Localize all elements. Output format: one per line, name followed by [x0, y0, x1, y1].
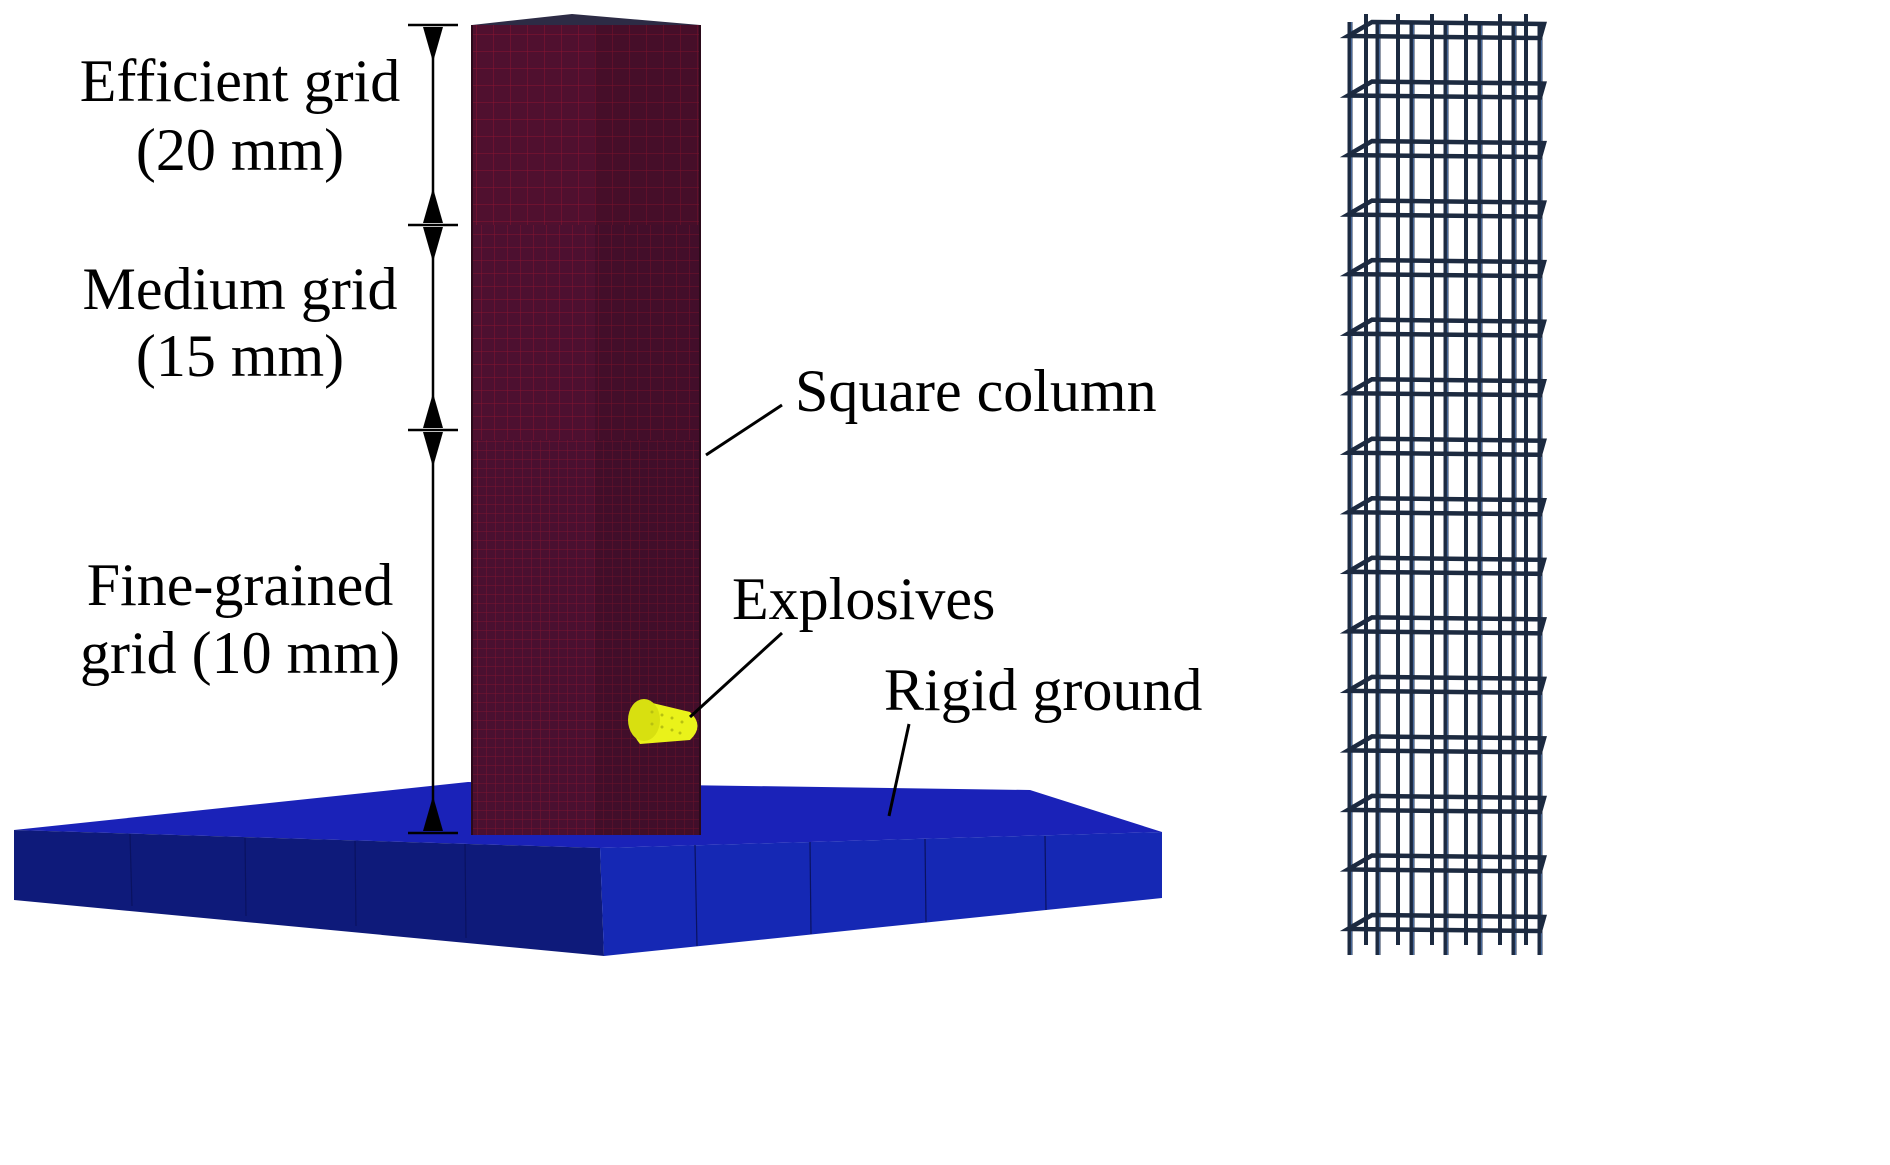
label-medium-grid-1: Medium grid — [83, 256, 398, 322]
label-efficient-grid-2: (20 mm) — [136, 117, 344, 183]
rebar-stirrup — [1339, 615, 1547, 636]
column-zone-medium — [472, 225, 700, 440]
leader-square-column — [705, 403, 783, 457]
label-square-column: Square column — [795, 358, 1157, 424]
rebar-stirrup — [1339, 853, 1547, 874]
rebar-stirrup — [1339, 79, 1547, 100]
leader-rigid-ground — [887, 723, 911, 817]
rebar-stirrup — [1339, 198, 1547, 219]
column-zone-fine — [472, 440, 700, 835]
rebar-stirrup — [1339, 674, 1547, 696]
label-efficient-grid-1: Efficient grid — [80, 48, 400, 114]
explosive-charge — [628, 699, 698, 744]
label-explosives: Explosives — [732, 566, 995, 632]
rebar-stirrup — [1339, 436, 1547, 458]
rebar-cage — [1339, 14, 1547, 955]
rebar-stirrup — [1339, 257, 1547, 279]
ground-front-face — [14, 830, 604, 956]
rebar-stirrup — [1339, 376, 1547, 398]
rebar-stirrup — [1339, 555, 1547, 577]
rebar-stirrup — [1339, 19, 1547, 41]
ground-right-face — [600, 832, 1162, 956]
rebar-stirrup — [1339, 734, 1547, 755]
label-rigid-ground: Rigid ground — [884, 657, 1202, 723]
label-fine-grid-1: Fine-grained — [87, 552, 394, 618]
ground-mesh-lines — [129, 833, 1047, 947]
square-column — [471, 14, 701, 835]
rebar-stirrup — [1339, 912, 1547, 934]
rebar-stirrup — [1339, 317, 1547, 338]
dimension-arrowheads — [423, 27, 443, 831]
rebar-stirrup — [1339, 793, 1547, 815]
rebar-stirrup — [1339, 496, 1547, 517]
leader-explosives — [688, 631, 784, 719]
annotations: Efficient grid (20 mm) Medium grid (15 m… — [80, 48, 1203, 723]
dimension-lines — [408, 23, 458, 835]
label-medium-grid-2: (15 mm) — [136, 323, 344, 389]
label-fine-grid-2: grid (10 mm) — [80, 620, 400, 686]
rebar-stirrup — [1339, 138, 1547, 160]
column-zone-efficient — [472, 25, 700, 225]
leader-lines — [688, 403, 911, 817]
